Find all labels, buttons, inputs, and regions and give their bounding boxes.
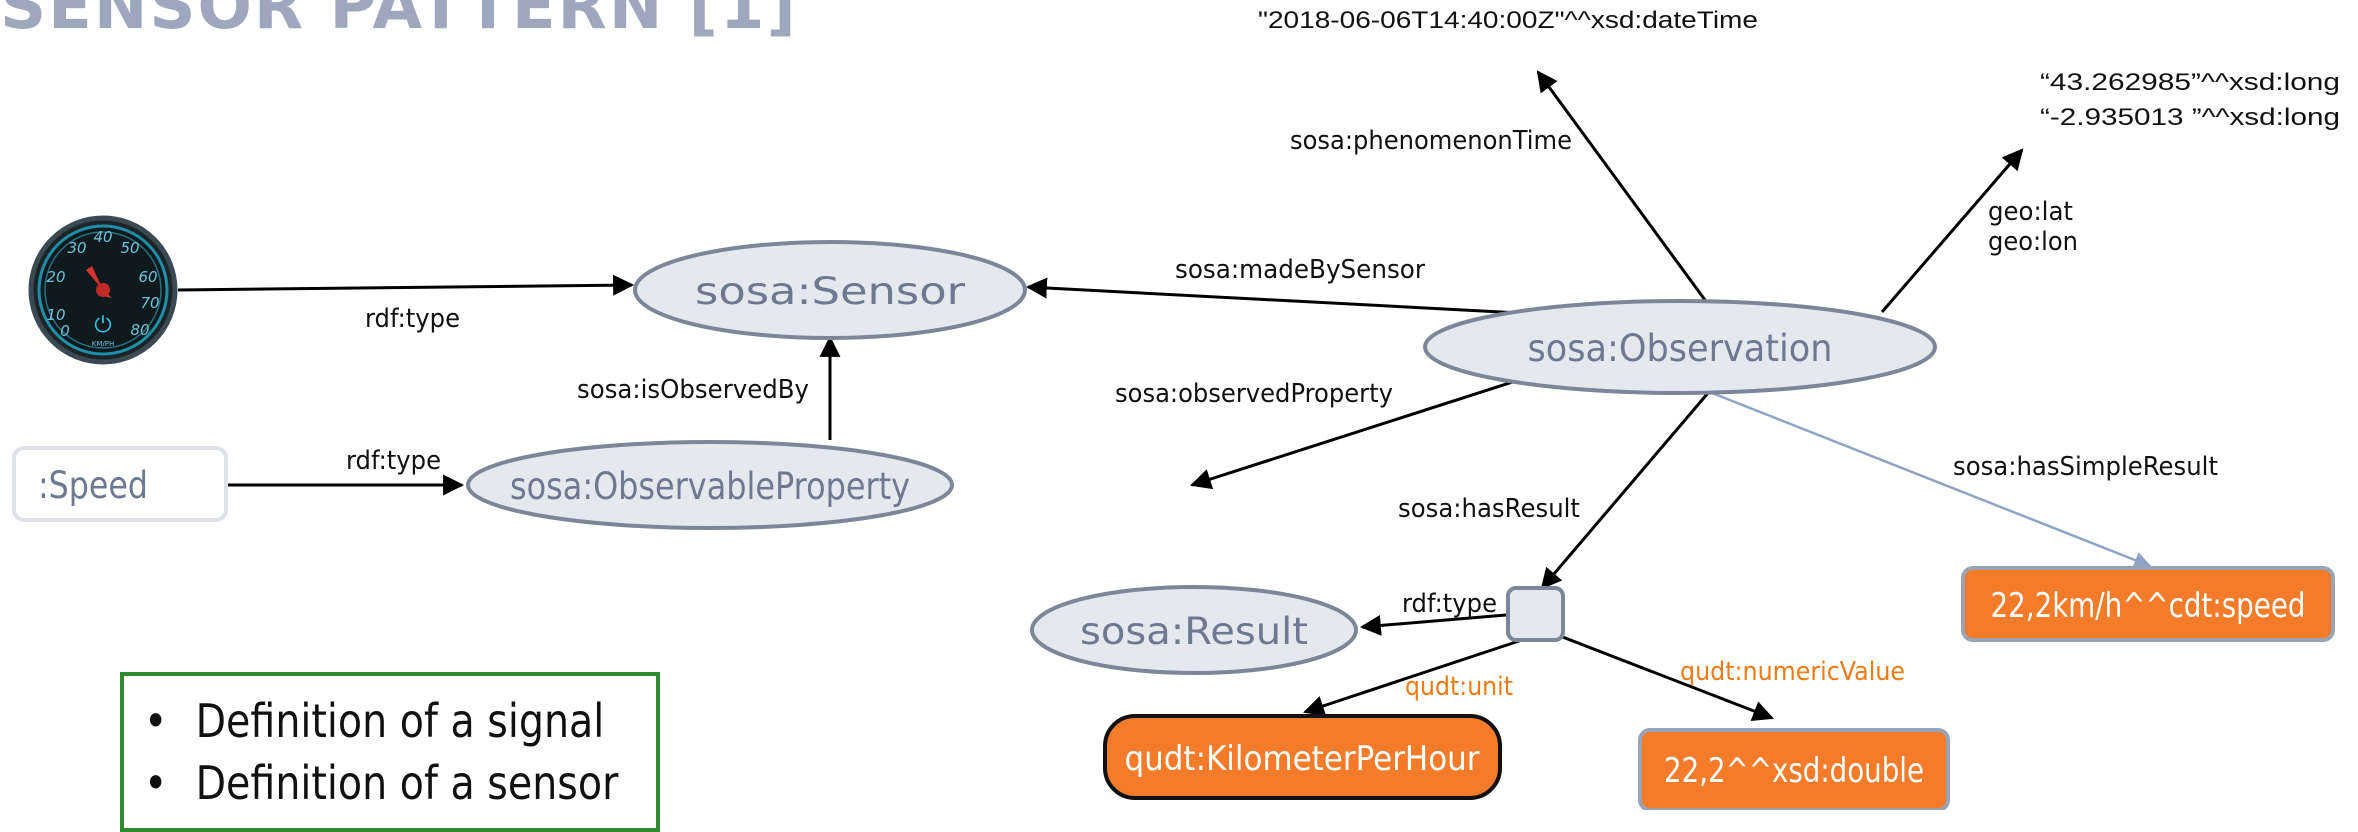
- edges: [177, 70, 2152, 721]
- gauge-tick-label: 30: [67, 239, 86, 257]
- gauge-tick-label: 80: [130, 321, 149, 339]
- node-observation-label: sosa:Observation: [1528, 327, 1833, 370]
- edge-label-phenomenon-time: sosa:phenomenonTime: [1290, 126, 1572, 156]
- gauge-tick-label: 10: [46, 306, 65, 324]
- blank-node: [1506, 586, 1565, 642]
- edge-label-has-result: sosa:hasResult: [1398, 494, 1580, 524]
- gauge-tick-label: 50: [120, 239, 139, 257]
- literal-lon: “-2.935013 ”^^xsd:long: [2040, 104, 2340, 131]
- node-unit-value: qudt:KilometerPerHour: [1103, 714, 1502, 800]
- edge-label-geo-lat: geo:lat: [1988, 197, 2073, 227]
- edge-blanknode-to-numericvalue: [1559, 634, 1774, 721]
- edge-observation-to-simpleresult: [1711, 391, 2152, 569]
- gauge-tick-label: 70: [140, 294, 159, 312]
- node-speed-label: :Speed: [38, 464, 148, 507]
- node-observation: sosa:Observation: [1423, 299, 1937, 395]
- node-simple-result: 22,2km/h^^cdt:speed: [1961, 566, 2335, 642]
- page-title-fragment: SENSOR PATTERN [1]: [0, 0, 798, 44]
- gauge-tick-label: 20: [46, 268, 65, 286]
- node-numeric-value-label: 22,2^^xsd:double: [1664, 751, 1924, 791]
- legend-item: •Definition of a sensor: [144, 756, 619, 810]
- node-sensor: sosa:Sensor: [633, 240, 1027, 340]
- edge-blanknode-to-unit: [1303, 638, 1523, 717]
- edge-label-unit: qudt:unit: [1405, 672, 1513, 702]
- node-speed: :Speed: [12, 446, 228, 522]
- gauge-tick-label: 0: [60, 322, 70, 340]
- edge-label-observed-property: sosa:observedProperty: [1115, 379, 1393, 409]
- node-observable-property-label: sosa:ObservableProperty: [510, 465, 910, 508]
- literal-datetime: "2018-06-06T14:40:00Z"^^xsd:dateTime: [1258, 7, 1758, 34]
- node-sensor-label: sosa:Sensor: [695, 270, 966, 313]
- edge-label-rdf-type-sensor: rdf:type: [365, 304, 460, 334]
- gauge-tick-label: 60: [138, 268, 157, 286]
- edge-observation-to-observableproperty: [1190, 376, 1526, 490]
- edge-label-rdf-type-speed: rdf:type: [346, 446, 441, 476]
- legend-item-label: Definition of a signal: [195, 694, 605, 748]
- legend-box: •Definition of a signal •Definition of a…: [120, 672, 660, 832]
- gauge-unit-label: KM/PH: [92, 340, 114, 348]
- edge-blanknode-to-result: [1359, 613, 1507, 636]
- node-simple-result-label: 22,2km/h^^cdt:speed: [1991, 586, 2306, 626]
- edge-label-made-by-sensor: sosa:madeBySensor: [1175, 255, 1425, 285]
- edge-observation-to-datetime: [1536, 70, 1707, 301]
- edge-observation-to-geo: [1880, 148, 2024, 313]
- gauge-tick-label: 40: [93, 228, 112, 246]
- power-icon: ⏻: [94, 313, 111, 338]
- edge-gauge-to-sensor: [177, 274, 635, 296]
- legend-item: •Definition of a signal: [144, 694, 605, 748]
- edge-label-numeric-value: qudt:numericValue: [1680, 657, 1905, 687]
- gauge-needle: [86, 266, 103, 290]
- literal-lat: “43.262985”^^xsd:long: [2040, 69, 2340, 96]
- node-result-label: sosa:Result: [1080, 610, 1308, 653]
- edge-label-has-simple-result: sosa:hasSimpleResult: [1953, 452, 2218, 482]
- edge-label-is-observed-by: sosa:isObservedBy: [577, 375, 809, 405]
- legend-item-label: Definition of a sensor: [195, 756, 619, 810]
- sensor-pattern-diagram: sosa:Sensor sosa:Observation sosa:Observ…: [12, 7, 2340, 810]
- edge-label-rdf-type-result: rdf:type: [1402, 589, 1497, 619]
- speedometer-icon: 10 20 30 40 50 60 70 80 0 ⏻ KM/PH: [28, 215, 178, 365]
- edge-label-geo-lon: geo:lon: [1988, 227, 2078, 257]
- node-numeric-value: 22,2^^xsd:double: [1638, 728, 1950, 810]
- node-unit-value-label: qudt:KilometerPerHour: [1125, 739, 1480, 779]
- node-observable-property: sosa:ObservableProperty: [466, 440, 954, 530]
- node-result: sosa:Result: [1030, 585, 1358, 675]
- edge-observation-to-blanknode: [1540, 392, 1710, 590]
- edge-observation-to-sensor: [1025, 277, 1521, 315]
